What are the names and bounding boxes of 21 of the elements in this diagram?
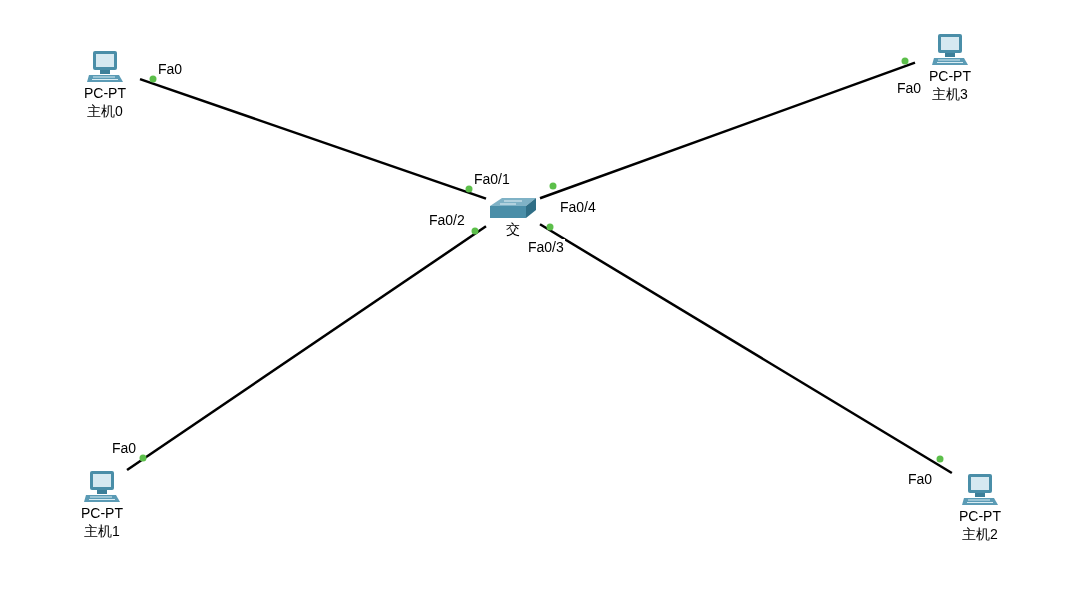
device-name-label: 主机0 (87, 102, 123, 120)
device-name-label: 主机1 (84, 522, 120, 540)
device-name-label: 交 (506, 220, 520, 238)
port-label: Fa0/1 (473, 171, 511, 187)
device-type-label: PC-PT (81, 504, 123, 522)
port-label: Fa0 (157, 61, 184, 77)
port-label: Fa0/3 (527, 239, 565, 255)
device-name-label: 主机3 (932, 85, 968, 103)
port-label: Fa0 (907, 471, 934, 487)
device-name-label: 主机2 (962, 525, 998, 543)
network-cable (539, 61, 916, 200)
port-label: Fa0 (896, 80, 923, 96)
device-type-label: PC-PT (929, 67, 971, 85)
port-label: Fa0 (111, 440, 138, 456)
network-cable (539, 223, 953, 475)
port-label: Fa0/2 (428, 212, 466, 228)
device-type-label: PC-PT (84, 84, 126, 102)
port-label: Fa0/4 (559, 199, 597, 215)
network-cable (139, 77, 487, 200)
device-type-label: PC-PT (959, 507, 1001, 525)
network-cable (126, 225, 487, 472)
